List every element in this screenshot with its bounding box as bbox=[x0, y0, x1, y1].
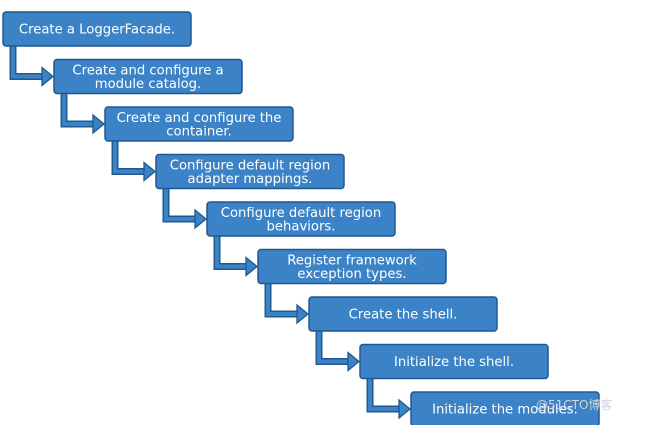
step-label: Register framework bbox=[287, 253, 417, 268]
step-box-shape bbox=[206, 201, 396, 237]
step-label: Configure default region bbox=[221, 206, 381, 221]
arrow-head-icon bbox=[398, 398, 412, 420]
connector-layer bbox=[9, 44, 412, 420]
connector-outline bbox=[162, 186, 196, 223]
connector-line bbox=[215, 234, 247, 269]
connector-outline bbox=[366, 376, 400, 413]
arrow-head-icon bbox=[194, 208, 208, 230]
step-label: adapter mappings. bbox=[188, 172, 313, 187]
step-box-shape bbox=[257, 248, 447, 285]
step-box-shape bbox=[359, 343, 549, 380]
step-box-shape bbox=[104, 106, 294, 142]
step-label: Initialize the modules. bbox=[432, 403, 578, 418]
connector-outline bbox=[315, 329, 349, 365]
connector-outline bbox=[60, 91, 94, 128]
step-box-shape bbox=[308, 296, 498, 332]
step-box-shape bbox=[410, 391, 600, 425]
step-box-shape bbox=[155, 153, 345, 190]
connector-line bbox=[368, 376, 400, 411]
step-label: Create a LoggerFacade. bbox=[19, 23, 175, 38]
connector-line bbox=[164, 186, 196, 221]
step-box: Create a LoggerFacade. bbox=[2, 11, 192, 47]
step-box: Initialize the shell. bbox=[359, 343, 549, 380]
step-box: Create the shell. bbox=[308, 296, 498, 332]
step-label: behaviors. bbox=[267, 219, 336, 234]
step-label: container. bbox=[166, 124, 231, 139]
step-label: Initialize the shell. bbox=[394, 355, 514, 370]
connector-outline bbox=[111, 139, 145, 175]
step-box: Initialize the modules. bbox=[410, 391, 600, 425]
step-label: Create and configure the bbox=[117, 111, 282, 126]
connector-outline bbox=[213, 234, 247, 270]
step-label: Create the shell. bbox=[349, 308, 458, 323]
connector-line bbox=[266, 281, 298, 316]
connector-line bbox=[113, 139, 145, 174]
arrow-head-icon bbox=[41, 66, 55, 87]
connector-line bbox=[11, 44, 43, 79]
connector-outline bbox=[264, 281, 298, 318]
step-label: exception types. bbox=[297, 267, 406, 282]
step-label: module catalog. bbox=[95, 77, 202, 92]
step-box-shape bbox=[2, 11, 192, 47]
step-label: Configure default region bbox=[170, 158, 330, 173]
step-label: Create and configure a bbox=[72, 63, 223, 78]
connector-outline bbox=[9, 44, 43, 80]
connector-line bbox=[62, 91, 94, 126]
watermark: @51CTO博客 bbox=[536, 398, 613, 412]
step-box-shape bbox=[53, 58, 243, 95]
arrow-head-icon bbox=[143, 161, 157, 182]
connector-line bbox=[317, 329, 349, 364]
step-box-layer: Create a LoggerFacade. Create and configu… bbox=[2, 11, 600, 425]
arrow-head-icon bbox=[92, 113, 106, 135]
arrow-head-icon bbox=[347, 351, 361, 372]
arrow-head-icon bbox=[245, 256, 259, 277]
arrow-head-icon bbox=[296, 303, 310, 325]
